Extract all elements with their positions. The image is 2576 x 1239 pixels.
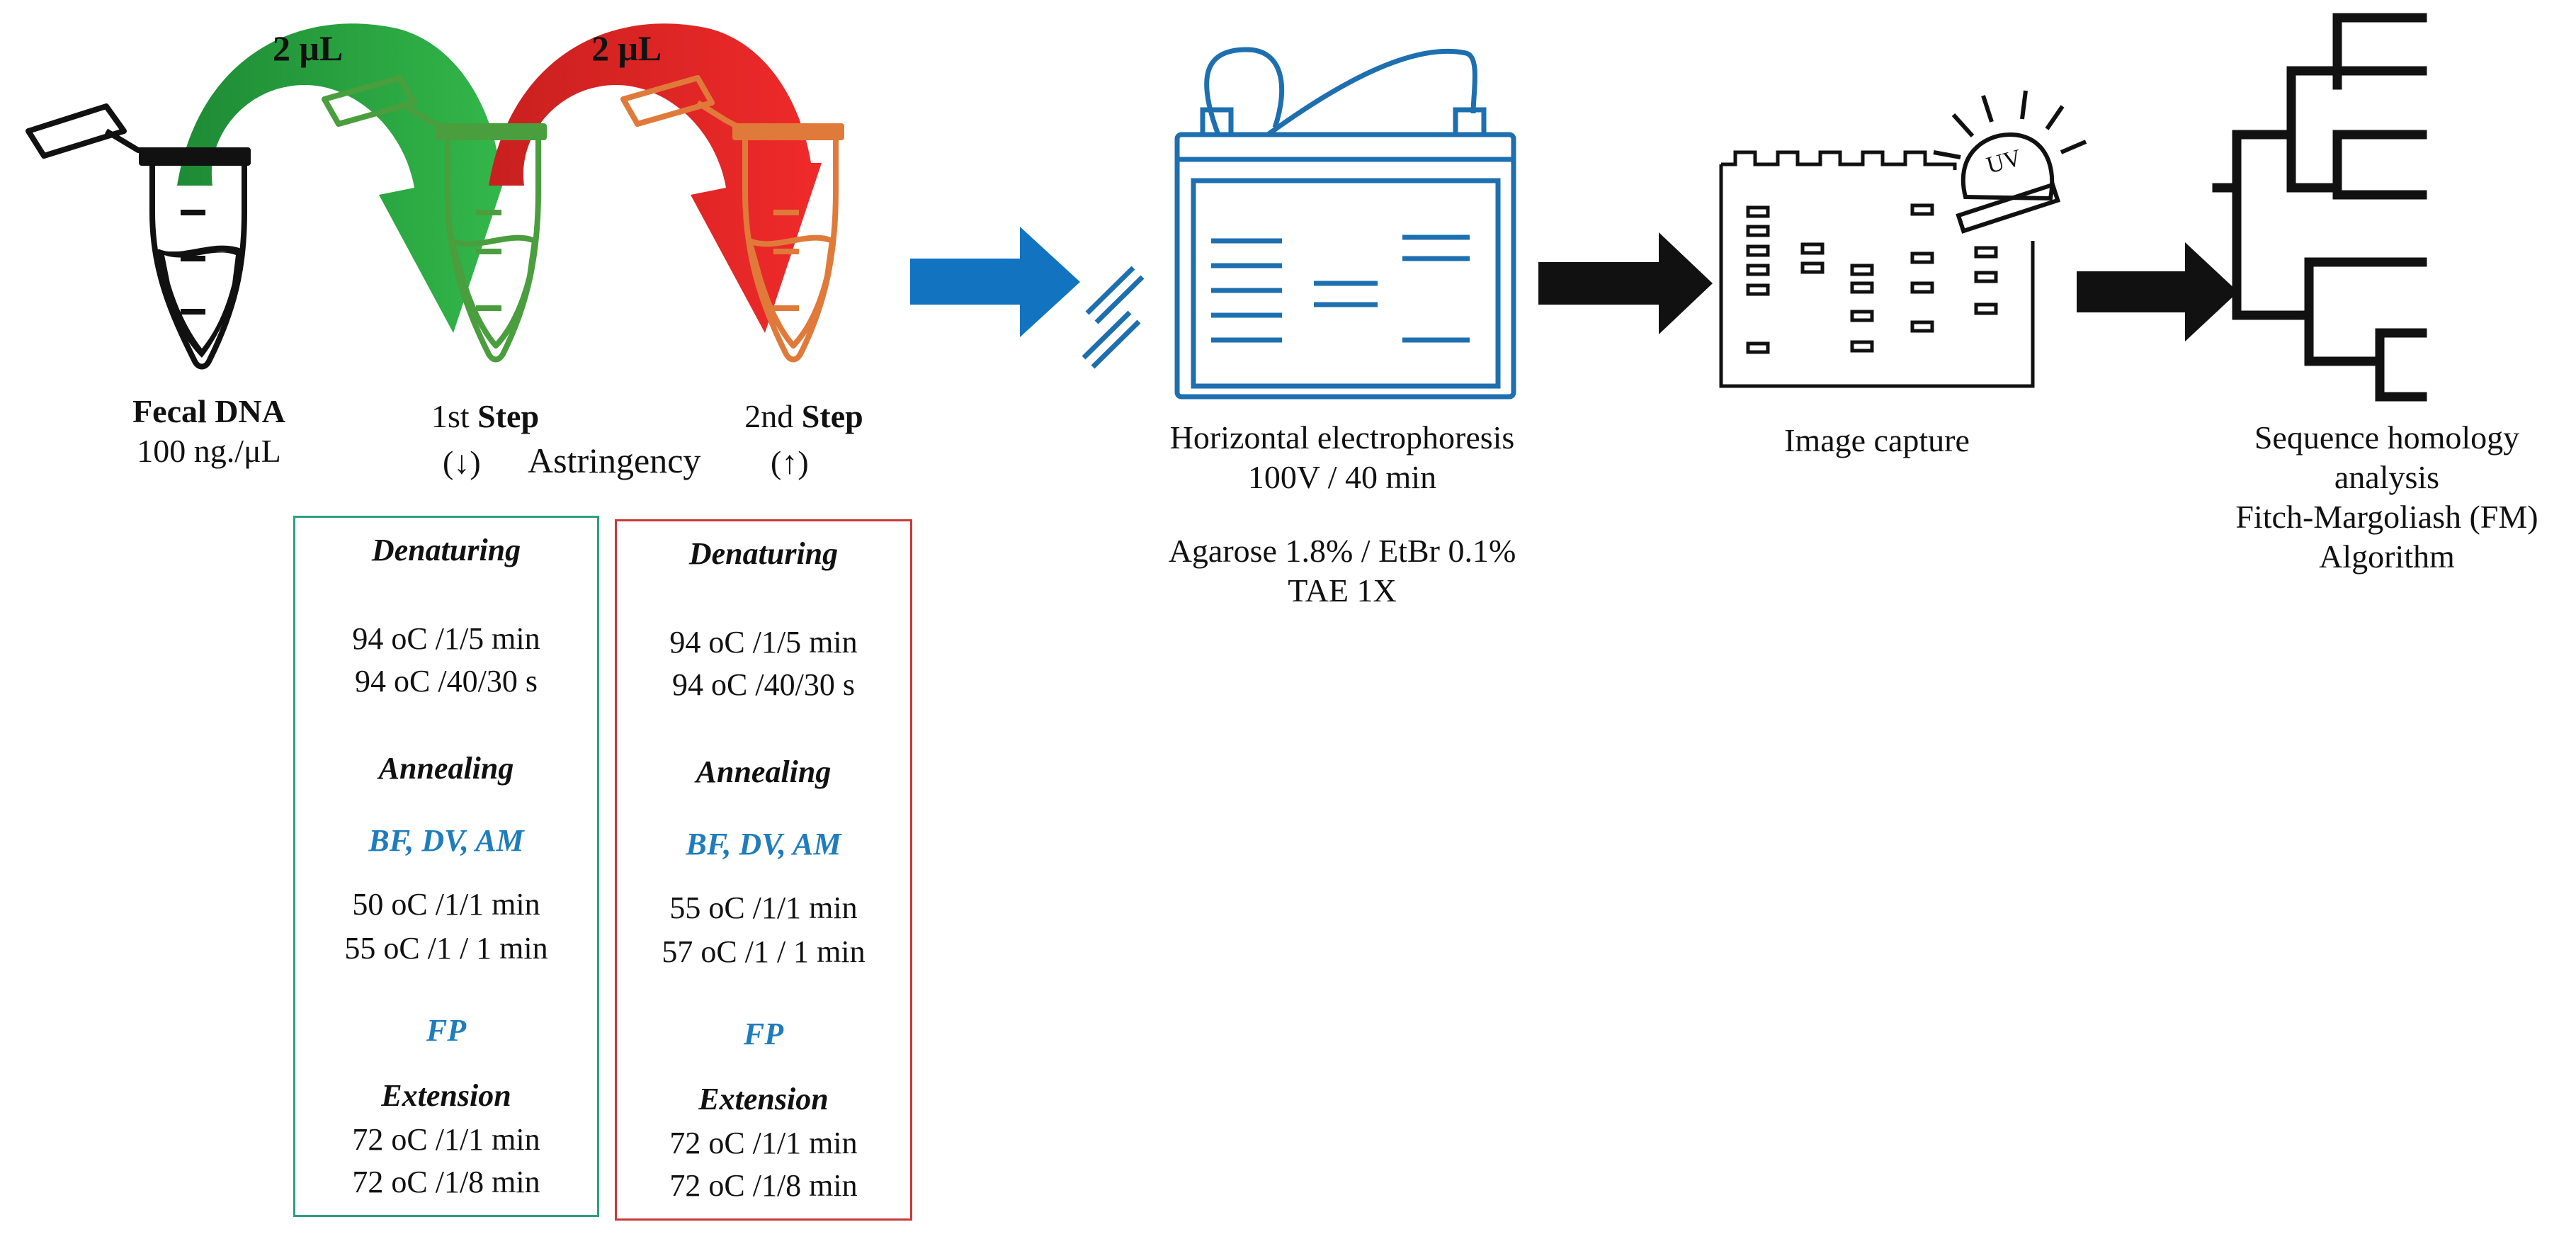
denaturing-step-1: 94 oC /1/5 min bbox=[669, 625, 858, 660]
extension-title: Extension bbox=[698, 1082, 829, 1116]
annealing-step-2: 57 oC /1 / 1 min bbox=[662, 934, 866, 969]
extension-title: Extension bbox=[381, 1078, 511, 1113]
uv-lamp-icon bbox=[1933, 90, 2087, 234]
second-step-program-box: Denaturing 94 oC /1/5 min 94 oC /40/30 s… bbox=[615, 519, 912, 1221]
primer-group-1: BF, DV, AM bbox=[686, 827, 841, 861]
electrophoresis-title: Horizontal electrophoresis bbox=[1169, 419, 1515, 456]
high-stringency-arrow: (↑) bbox=[771, 444, 809, 480]
annealing-step-1: 55 oC /1/1 min bbox=[669, 890, 858, 925]
second-step-label: 2nd Step bbox=[715, 397, 892, 436]
analysis-line-1: Sequence homology bbox=[2254, 419, 2520, 456]
fecal-dna-tube-icon bbox=[25, 103, 251, 370]
gel-image-icon bbox=[1719, 150, 2035, 388]
extension-step-2: 72 oC /1/8 min bbox=[669, 1168, 858, 1203]
analysis-line-2: analysis bbox=[2334, 459, 2440, 495]
primer-group-2: FP bbox=[743, 1017, 784, 1051]
extension-step-1: 72 oC /1/1 min bbox=[669, 1126, 858, 1160]
electrophoresis-conditions: 100V / 40 min bbox=[1247, 459, 1437, 495]
primer-group-2: FP bbox=[426, 1013, 467, 1048]
first-step-label: 1st Step bbox=[404, 397, 567, 436]
volume-label-2: 2 μL bbox=[591, 28, 662, 68]
second-step-tube-icon bbox=[620, 75, 844, 363]
denaturing-title: Denaturing bbox=[371, 533, 521, 567]
black-arrow-1 bbox=[1538, 232, 1713, 334]
running-buffer: TAE 1X bbox=[1288, 572, 1397, 609]
denaturing-step-1: 94 oC /1/5 min bbox=[352, 621, 540, 656]
primer-group-1: BF, DV, AM bbox=[368, 823, 524, 858]
extension-step-1: 72 oC /1/1 min bbox=[352, 1122, 540, 1157]
first-step-program-box: Denaturing 94 oC /1/5 min 94 oC /40/30 s… bbox=[293, 516, 599, 1217]
first-step-word: Step bbox=[477, 398, 540, 434]
gel-composition: Agarose 1.8% / EtBr 0.1% bbox=[1168, 533, 1516, 569]
sample-name: Fecal DNA bbox=[132, 393, 285, 429]
annealing-title: Annealing bbox=[378, 751, 514, 786]
green-transfer-arrow bbox=[177, 23, 510, 333]
denaturing-step-2: 94 oC /40/30 s bbox=[355, 664, 538, 698]
first-step-prefix: 1st bbox=[431, 398, 478, 434]
denaturing-title: Denaturing bbox=[688, 536, 839, 571]
annealing-step-2: 55 oC /1 / 1 min bbox=[344, 931, 548, 966]
analysis-label: Sequence homology analysis Fitch-Margoli… bbox=[2203, 418, 2571, 577]
analysis-line-4: Algorithm bbox=[2319, 538, 2455, 575]
volume-label-1: 2 μL bbox=[273, 28, 344, 68]
extension-step-2: 72 oC /1/8 min bbox=[352, 1165, 540, 1199]
electrophoresis-label: Horizontal electrophoresis 100V / 40 min… bbox=[1112, 418, 1572, 611]
fecal-dna-label: Fecal DNA 100 ng./μL bbox=[85, 392, 333, 471]
red-transfer-arrow bbox=[489, 23, 822, 333]
phylogenetic-tree-icon bbox=[2212, 13, 2427, 402]
image-capture-label: Image capture bbox=[1784, 422, 1970, 458]
second-step-prefix: 2nd bbox=[744, 398, 802, 434]
electrophoresis-apparatus-icon bbox=[1082, 47, 1516, 400]
black-arrow-2 bbox=[2077, 242, 2238, 341]
analysis-line-3: Fitch-Margoliash (FM) bbox=[2235, 499, 2538, 535]
sample-concentration: 100 ng./μL bbox=[137, 433, 281, 469]
denaturing-step-2: 94 oC /40/30 s bbox=[672, 667, 855, 702]
low-stringency-arrow: (↓) bbox=[443, 444, 481, 480]
blue-process-arrow bbox=[910, 227, 1080, 337]
annealing-step-1: 50 oC /1/1 min bbox=[352, 887, 540, 922]
annealing-title: Annealing bbox=[696, 754, 832, 789]
astringency-label: Astringency bbox=[528, 441, 701, 480]
second-step-word: Step bbox=[801, 398, 863, 434]
first-step-tube-icon bbox=[322, 75, 547, 363]
